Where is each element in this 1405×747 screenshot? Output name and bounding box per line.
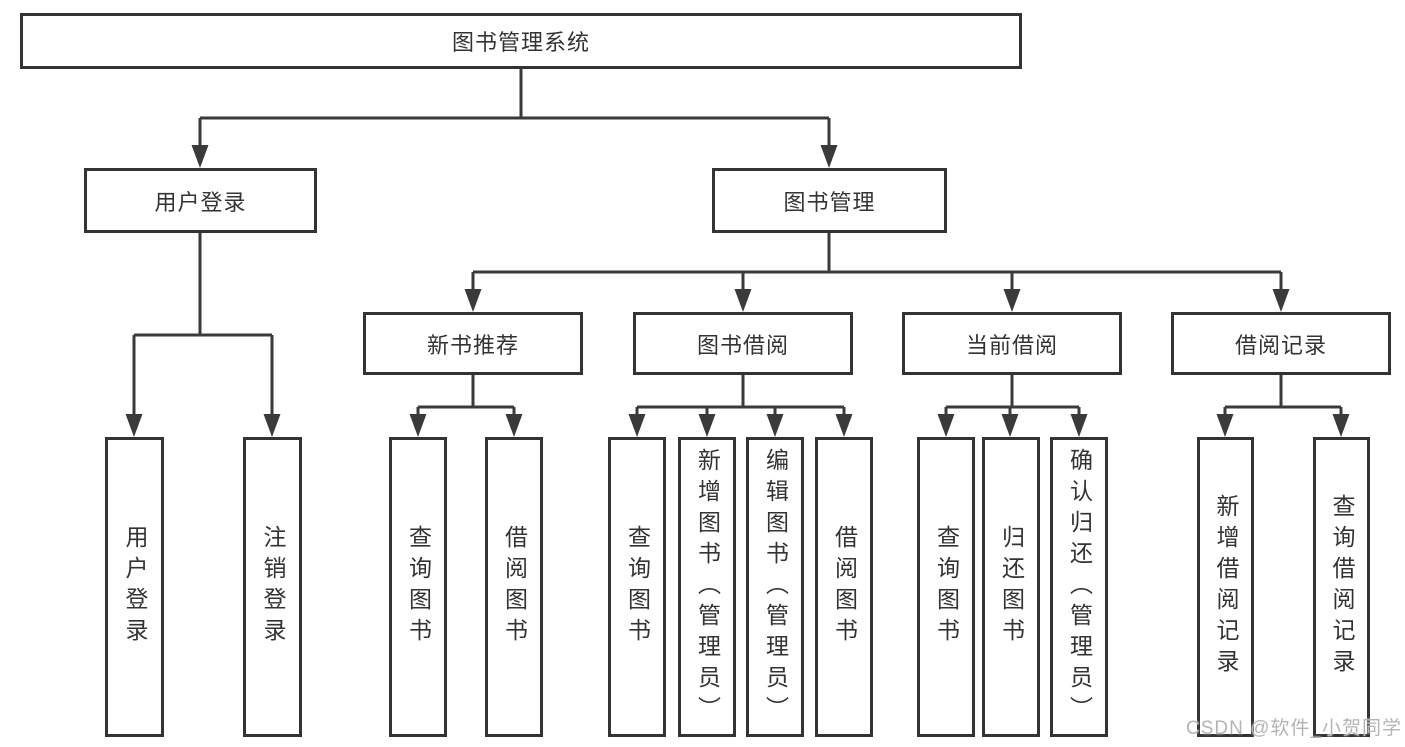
leaf-rec-add-borrow-record: 新增借阅记录	[1197, 437, 1254, 737]
leaf-cb-confirm-return-admin-label: 确认归还（管理员）	[1066, 447, 1093, 727]
node-book-borrow-label: 图书借阅	[696, 332, 789, 358]
leaf-nb-borrow-books-label: 借阅图书	[501, 525, 528, 649]
node-user-login-label: 用户登录	[154, 189, 247, 215]
node-book-management: 图书管理	[712, 168, 947, 233]
node-borrow-records-label: 借阅记录	[1234, 332, 1327, 358]
node-root: 图书管理系统	[20, 13, 1022, 69]
leaf-bb-borrow-books: 借阅图书	[815, 437, 873, 737]
node-new-book-recommend: 新书推荐	[363, 312, 583, 375]
leaf-bb-query-books: 查询图书	[608, 437, 666, 737]
leaf-nb-query-books-label: 查询图书	[405, 525, 432, 649]
leaf-rec-query-borrow-record-label: 查询借阅记录	[1329, 494, 1355, 680]
leaf-cb-confirm-return-admin: 确认归还（管理员）	[1050, 437, 1108, 737]
leaf-cb-query-books-label: 查询图书	[933, 525, 960, 649]
leaf-logout-login-label: 注销登录	[260, 525, 286, 649]
node-root-label: 图书管理系统	[451, 30, 590, 55]
node-current-borrow: 当前借阅	[902, 312, 1122, 375]
leaf-cb-return-books: 归还图书	[982, 437, 1040, 737]
leaf-user-login: 用户登录	[105, 437, 164, 737]
leaf-bb-query-books-label: 查询图书	[624, 525, 651, 649]
node-current-borrow-label: 当前借阅	[965, 332, 1058, 358]
leaf-bb-borrow-books-label: 借阅图书	[831, 525, 858, 649]
leaf-nb-borrow-books: 借阅图书	[485, 437, 543, 737]
watermark: CSDN @软件_小贺同学	[1186, 718, 1402, 739]
node-user-login: 用户登录	[84, 168, 317, 233]
leaf-rec-add-borrow-record-label: 新增借阅记录	[1213, 494, 1239, 680]
node-borrow-records: 借阅记录	[1171, 312, 1391, 375]
node-new-book-recommend-label: 新书推荐	[426, 332, 519, 358]
leaf-bb-add-books-admin-label: 新增图书（管理员）	[694, 447, 721, 727]
leaf-user-login-label: 用户登录	[122, 525, 148, 649]
leaf-cb-query-books: 查询图书	[917, 437, 975, 737]
leaf-bb-edit-books-admin-label: 编辑图书（管理员）	[762, 447, 789, 727]
leaf-nb-query-books: 查询图书	[389, 437, 447, 737]
node-book-management-label: 图书管理	[783, 189, 876, 215]
node-book-borrow: 图书借阅	[633, 312, 853, 375]
leaf-bb-edit-books-admin: 编辑图书（管理员）	[746, 437, 804, 737]
leaf-rec-query-borrow-record: 查询借阅记录	[1313, 437, 1370, 737]
leaf-cb-return-books-label: 归还图书	[998, 525, 1025, 649]
leaf-bb-add-books-admin: 新增图书（管理员）	[678, 437, 736, 737]
leaf-logout-login: 注销登录	[243, 437, 302, 737]
